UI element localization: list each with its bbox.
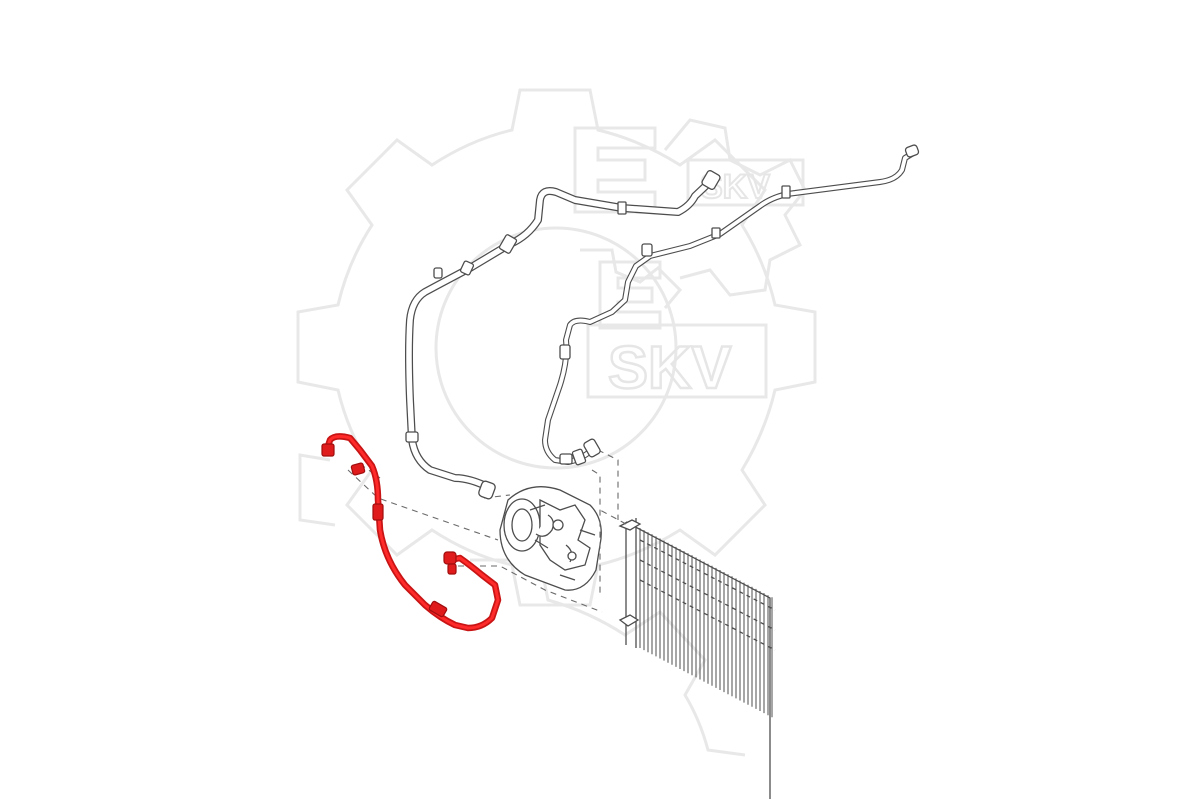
lower-refrigerant-pipe: [542, 144, 920, 466]
ac-compressor: [499, 486, 602, 591]
condenser: [618, 518, 776, 799]
upper-refrigerant-pipe: [405, 170, 721, 500]
watermark-gear-logo: [296, 88, 817, 757]
watermark-text-large: SKV: [608, 334, 731, 401]
highlighted-refrigerant-hose: [321, 433, 502, 632]
